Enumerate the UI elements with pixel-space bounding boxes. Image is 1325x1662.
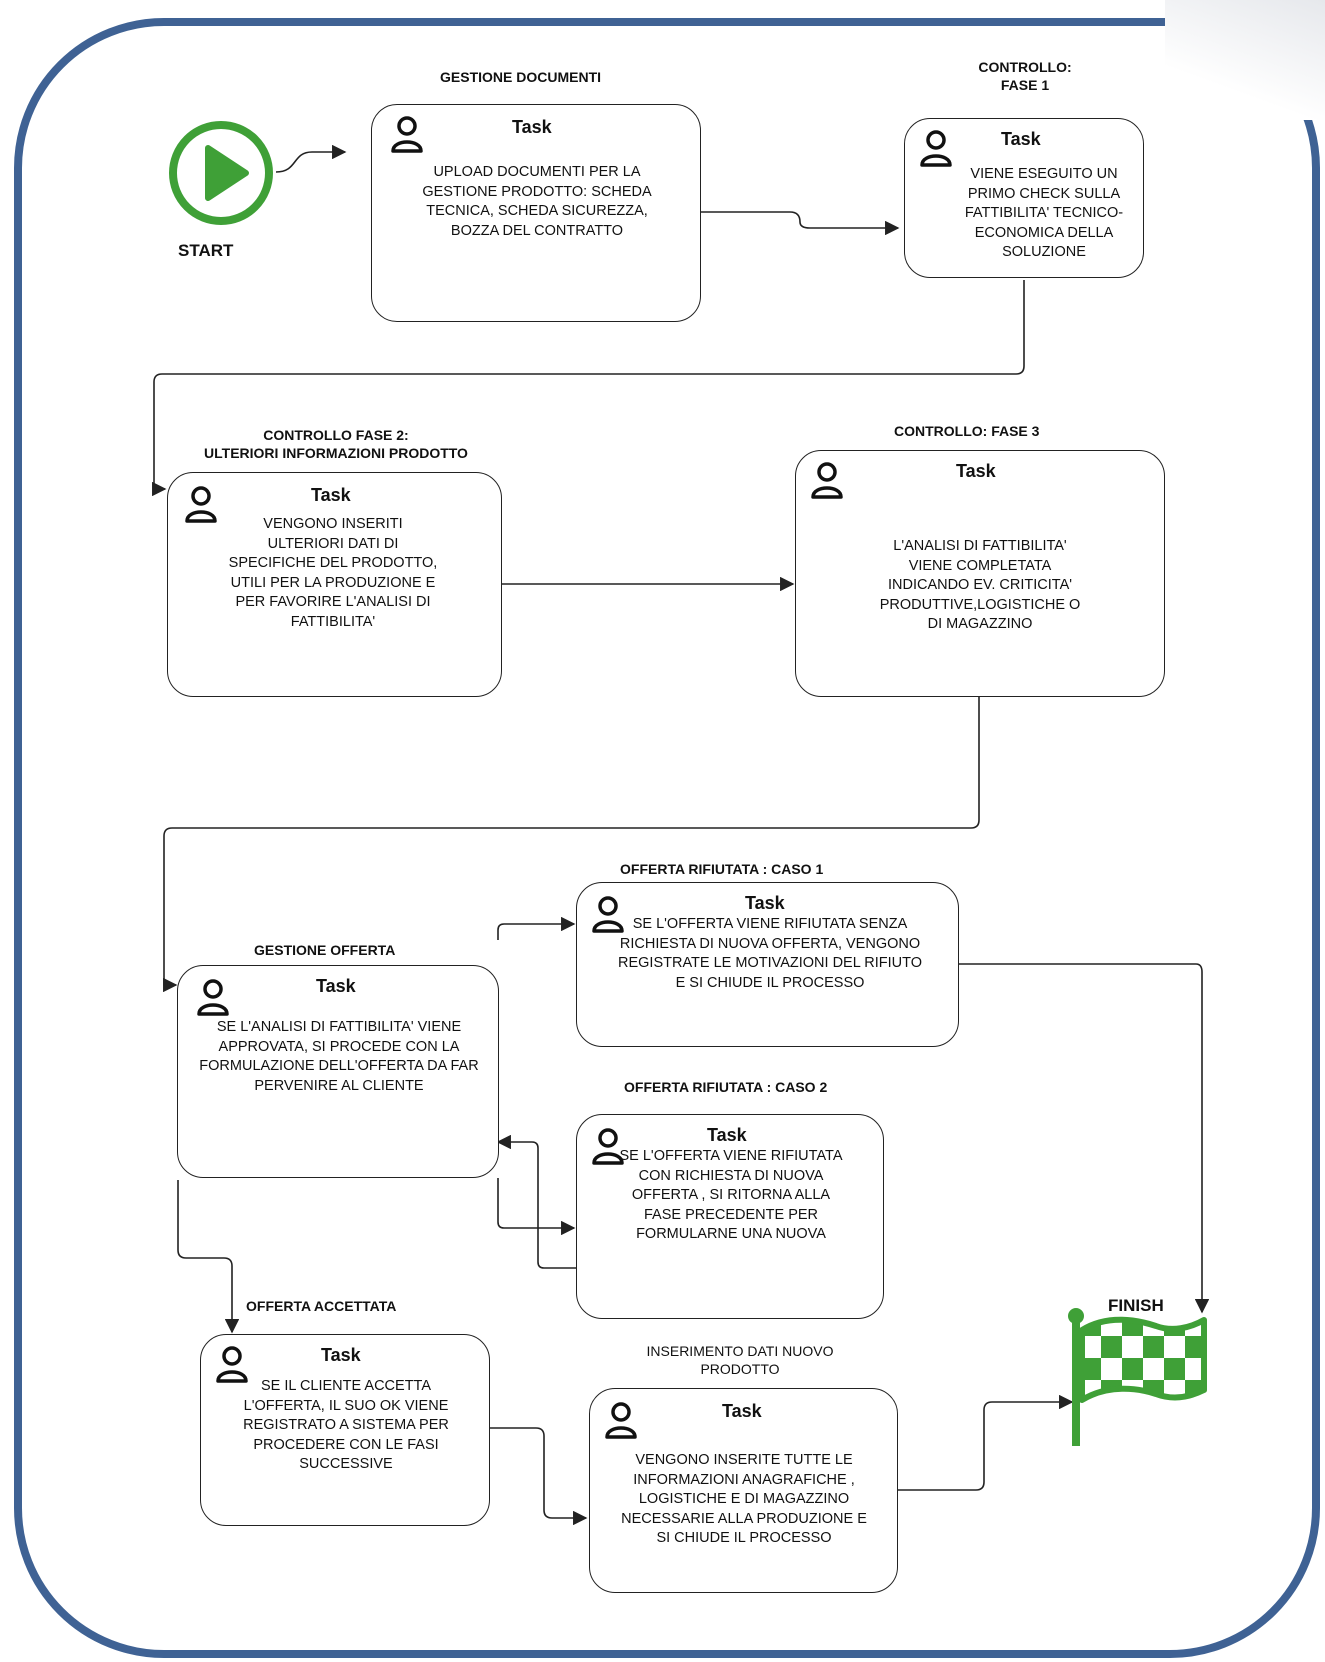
heading-controllo-fase2: CONTROLLO FASE 2: ULTERIORI INFORMAZIONI… (204, 427, 468, 461)
corner-shadow (1165, 0, 1325, 120)
task-description: SE L'OFFERTA VIENE RIFIUTATA CON RICHIES… (619, 1148, 843, 1242)
task-controllo-fase2: Task VENGONO INSERITI ULTERIORI DATI DI … (167, 472, 502, 697)
user-icon (216, 1346, 248, 1383)
checkered-flag-icon (1068, 1308, 1207, 1446)
task-gestione-offerta: Task SE L'ANALISI DI FATTIBILITA' VIENE … (177, 965, 499, 1178)
user-icon (811, 462, 843, 499)
heading-offerta-accettata: OFFERTA ACCETTATA (246, 1298, 397, 1314)
task-description: SE L'OFFERTA VIENE RIFIUTATA SENZA RICHI… (618, 916, 922, 991)
task-title: Task (311, 485, 351, 505)
edge-fase1-to-fase2 (152, 280, 1025, 497)
task-description: UPLOAD DOCUMENTI PER LA GESTIONE PRODOTT… (422, 164, 652, 239)
edge-inserimento-to-finish (898, 1394, 1074, 1491)
task-description: VIENE ESEGUITO UN PRIMO CHECK SULLA FATT… (964, 166, 1124, 260)
task-controllo-fase3: Task L'ANALISI DI FATTIBILITA' VIENE COM… (795, 450, 1165, 697)
finish-label: FINISH (1108, 1296, 1164, 1315)
task-inserimento-dati: Task VENGONO INSERITE TUTTE LE INFORMAZI… (589, 1388, 898, 1593)
user-icon (197, 979, 229, 1016)
user-icon (592, 896, 624, 933)
task-title: Task (1001, 129, 1041, 149)
task-title: Task (722, 1401, 762, 1421)
edge-documenti-to-fase1 (700, 211, 900, 236)
start-label: START (178, 241, 234, 260)
task-offerta-rifiutata-caso1: Task SE L'OFFERTA VIENE RIFIUTATA SENZA … (576, 882, 959, 1047)
task-offerta-accettata: Task SE IL CLIENTE ACCETTA L'OFFERTA, IL… (200, 1334, 490, 1526)
user-icon (391, 116, 423, 153)
start-play-icon (169, 121, 273, 225)
task-description: SE L'ANALISI DI FATTIBILITA' VIENE APPRO… (199, 1019, 479, 1094)
task-controllo-fase1: Task VIENE ESEGUITO UN PRIMO CHECK SULLA… (904, 118, 1144, 278)
user-icon (920, 130, 952, 167)
task-offerta-rifiutata-caso2: Task SE L'OFFERTA VIENE RIFIUTATA CON RI… (576, 1114, 884, 1319)
edge-offerta-to-caso2 (497, 1178, 576, 1236)
heading-offerta-rifiutata-caso1: OFFERTA RIFIUTATA : CASO 1 (620, 861, 824, 877)
task-title: Task (745, 893, 785, 913)
heading-inserimento-dati: INSERIMENTO DATI NUOVO PRODOTTO (646, 1343, 834, 1377)
heading-gestione-documenti: GESTIONE DOCUMENTI (440, 69, 602, 85)
edge-fase3-to-gestione-offerta (163, 697, 980, 993)
task-description: L'ANALISI DI FATTIBILITA' VIENE COMPLETA… (879, 538, 1081, 632)
task-title: Task (956, 461, 996, 481)
edge-accettata-to-inserimento (490, 1427, 588, 1526)
heading-controllo-fase3: CONTROLLO: FASE 3 (894, 423, 1040, 439)
user-icon (605, 1402, 637, 1439)
heading-gestione-offerta: GESTIONE OFFERTA (254, 942, 396, 958)
task-description: SE IL CLIENTE ACCETTA L'OFFERTA, IL SUO … (243, 1378, 449, 1472)
heading-offerta-rifiutata-caso2: OFFERTA RIFIUTATA : CASO 2 (624, 1079, 828, 1095)
task-description: VENGONO INSERITI ULTERIORI DATI DI SPECI… (228, 516, 438, 630)
edge-offerta-to-caso1 (497, 916, 576, 940)
task-gestione-documenti: Task UPLOAD DOCUMENTI PER LA GESTIONE PR… (371, 104, 701, 322)
edge-caso1-to-finish (958, 963, 1210, 1314)
edge-offerta-to-accettata (177, 1180, 240, 1334)
task-title: Task (321, 1345, 361, 1365)
task-description: VENGONO INSERITE TUTTE LE INFORMAZIONI A… (621, 1452, 867, 1546)
task-title: Task (707, 1125, 747, 1145)
edge-caso2-to-offerta (496, 1134, 576, 1269)
task-title: Task (316, 976, 356, 996)
user-icon (185, 486, 217, 523)
user-icon (592, 1128, 624, 1165)
heading-controllo-fase1: CONTROLLO: FASE 1 (978, 59, 1072, 93)
edge-start-to-gestione-documenti (275, 144, 347, 173)
task-title: Task (512, 117, 552, 137)
